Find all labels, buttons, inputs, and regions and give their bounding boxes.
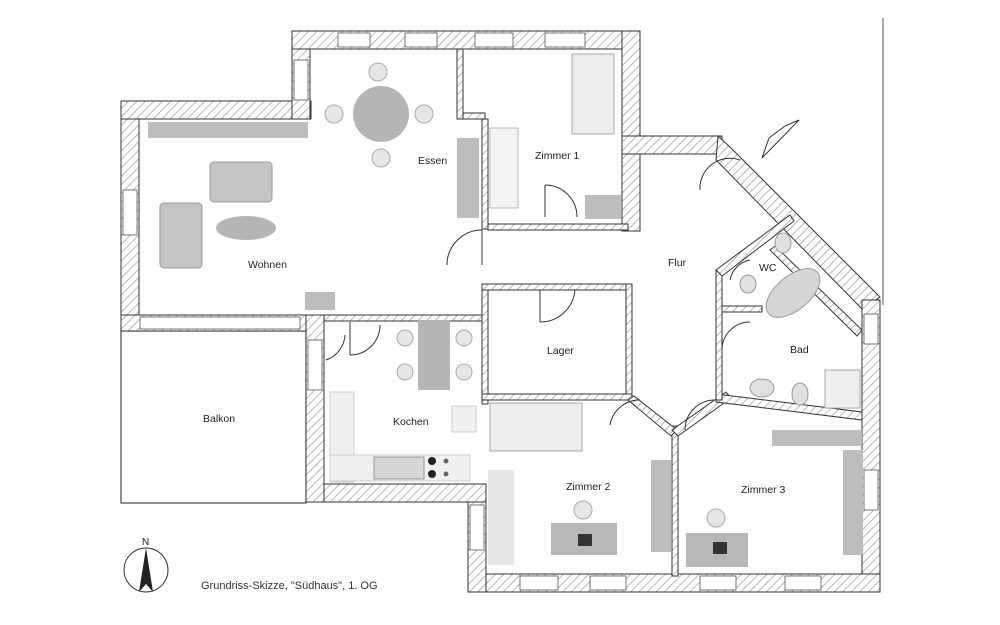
room-label-zimmer2: Zimmer 2 [566, 481, 610, 493]
shower [824, 369, 861, 409]
furniture [148, 53, 863, 567]
balcony-area [120, 330, 307, 504]
doors [325, 157, 751, 431]
sideboard [148, 122, 308, 138]
chair [573, 500, 593, 520]
room-label-wc: WC [759, 262, 777, 274]
stove [443, 458, 449, 464]
stove [443, 471, 449, 477]
room-label-kochen: Kochen [393, 416, 429, 428]
kitchen-table [418, 320, 450, 390]
chair [396, 329, 414, 347]
tv-bench [305, 292, 335, 310]
shelf [772, 430, 862, 446]
coffee-table [216, 216, 276, 240]
chair [396, 363, 414, 381]
chair [455, 363, 473, 381]
compass-north-letter: N [142, 537, 149, 548]
compass: N [123, 537, 169, 593]
room-label-zimmer3: Zimmer 3 [741, 484, 785, 496]
room-label-balkon: Balkon [203, 413, 235, 425]
entry-arrow-icon [761, 119, 800, 159]
wardrobe [488, 470, 514, 565]
room-label-wohnen: Wohnen [248, 259, 287, 271]
keyboard [578, 534, 592, 546]
wardrobe [585, 195, 621, 219]
toilet [791, 382, 809, 406]
cabinet [457, 138, 479, 218]
bed [489, 402, 583, 452]
chair [324, 104, 344, 124]
bed [571, 53, 615, 135]
toilet [774, 232, 792, 254]
sink [739, 274, 757, 294]
bathtub [765, 268, 821, 318]
room-label-essen: Essen [418, 155, 447, 167]
north-arrow-icon [139, 548, 153, 592]
room-label-lager: Lager [547, 345, 574, 357]
sink [749, 378, 775, 398]
keyboard [713, 542, 727, 554]
room-labels: Essen Zimmer 1 Wohnen Flur WC Lager Bad … [203, 150, 809, 496]
chair [368, 62, 388, 82]
windows [122, 32, 879, 591]
chair [371, 148, 391, 168]
sink [373, 456, 425, 480]
wardrobe [843, 450, 863, 555]
sofa-left [159, 202, 203, 269]
room-label-zimmer1: Zimmer 1 [535, 150, 579, 162]
fridge [451, 405, 477, 433]
sofa-top [209, 161, 273, 203]
chair [455, 329, 473, 347]
chair [414, 104, 434, 124]
chair [706, 508, 726, 528]
plan-caption: Grundriss-Skizze, "Südhaus", 1. OG [201, 580, 378, 592]
desk [489, 127, 519, 209]
dining-table [353, 86, 409, 142]
room-label-flur: Flur [668, 257, 687, 269]
stove [428, 470, 436, 478]
room-label-bad: Bad [790, 344, 809, 356]
walls [120, 30, 881, 593]
stove [428, 457, 436, 465]
shelf [651, 460, 671, 552]
